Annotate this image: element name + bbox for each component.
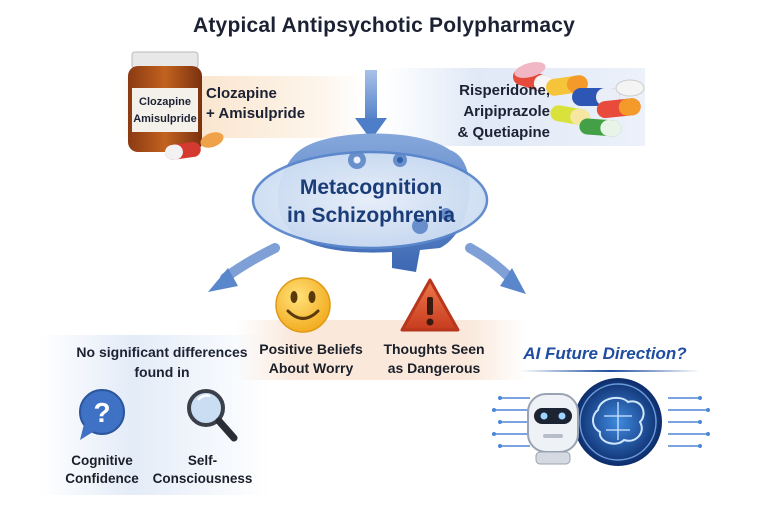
thoughts-dangerous-line-2: as Dangerous xyxy=(387,360,481,376)
top-arrow xyxy=(355,70,387,140)
no-difference-line-2: found in xyxy=(134,364,190,380)
cognitive-confidence-line-2: Confidence xyxy=(65,471,139,486)
left-arrow xyxy=(208,243,280,292)
pill-bottle-icon xyxy=(128,51,224,160)
metacognition-brain-icon xyxy=(251,133,489,272)
right-drug-line-1: Risperidone, xyxy=(459,82,550,99)
svg-text:?: ? xyxy=(93,397,110,428)
right-drug-line-2: Aripiprazole xyxy=(463,103,550,120)
no-difference-label: No significant differences found in xyxy=(52,342,272,382)
bottle-label: Clozapine Amisulpride xyxy=(133,94,197,128)
left-drug-label: Clozapine + Amisulpride xyxy=(206,84,305,124)
center-line-1: Metacognition xyxy=(299,176,443,199)
cognitive-confidence-label: Cognitive Confidence xyxy=(52,452,152,488)
robot-and-circuit-brain-icon xyxy=(492,378,710,466)
bottle-label-line-2: Amisulpride xyxy=(133,113,197,125)
thoughts-dangerous-label: Thoughts Seen as Dangerous xyxy=(376,340,492,378)
no-difference-band xyxy=(40,335,270,495)
thoughts-dangerous-line-1: Thoughts Seen xyxy=(383,341,485,357)
right-arrow xyxy=(465,243,526,294)
right-drug-line-3: & Quetiapine xyxy=(457,124,550,141)
pills-cluster-icon xyxy=(512,62,645,137)
warning-triangle-icon xyxy=(400,278,460,332)
right-drug-label: Risperidone, Aripiprazole & Quetiapine xyxy=(410,80,550,143)
ai-title-underline xyxy=(520,370,700,372)
no-difference-line-1: No significant differences xyxy=(76,344,248,360)
center-label: Metacognition in Schizophrenia xyxy=(246,174,496,230)
self-consciousness-line-2: Consciousness xyxy=(152,471,253,486)
center-line-2: in Schizophrenia xyxy=(286,204,456,227)
left-drug-line-1: Clozapine xyxy=(206,85,277,102)
positive-beliefs-label: Positive Beliefs About Worry xyxy=(253,340,369,378)
page-title: Atypical Antipsychotic Polypharmacy xyxy=(193,14,575,37)
ai-future-direction-title: AI Future Direction? xyxy=(523,344,687,363)
positive-beliefs-line-1: Positive Beliefs xyxy=(259,341,363,357)
self-consciousness-line-1: Self- xyxy=(187,453,218,468)
smiley-face-icon xyxy=(275,277,331,333)
left-drug-line-2: + Amisulpride xyxy=(206,105,306,122)
self-consciousness-label: Self- Consciousness xyxy=(150,452,255,488)
bottle-label-line-1: Clozapine xyxy=(139,96,191,108)
findings-band xyxy=(236,320,526,380)
question-mark-speech-bubble-icon: ? xyxy=(79,389,125,440)
positive-beliefs-line-2: About Worry xyxy=(268,360,354,376)
magnifying-glass-icon xyxy=(187,389,238,442)
cognitive-confidence-line-1: Cognitive xyxy=(71,453,133,468)
